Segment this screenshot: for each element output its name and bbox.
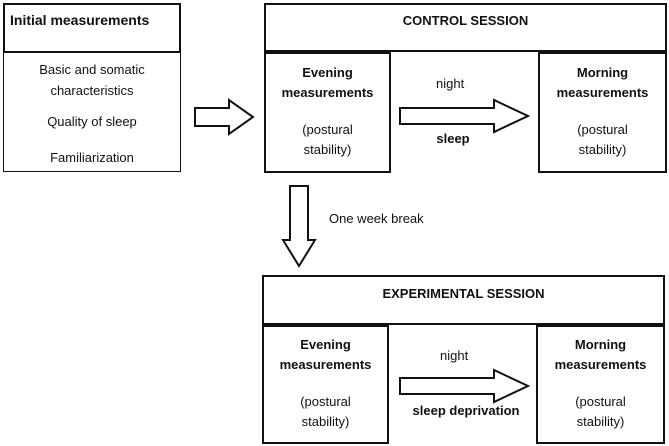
- control-sleep-arrow: [399, 98, 531, 134]
- control-morning-box: [538, 52, 667, 173]
- experimental-evening-box: [262, 325, 389, 444]
- experimental-arrow-label-sleep-deprivation: sleep deprivation: [412, 403, 520, 418]
- control-title: CONTROL SESSION: [402, 13, 529, 28]
- control-morning-title-2: measurements: [556, 85, 649, 100]
- initial-item-basic-line2: characteristics: [50, 83, 134, 98]
- experimental-evening-sub-1: (postural: [300, 394, 351, 409]
- initial-body-box: [3, 53, 181, 172]
- control-header-box: [264, 3, 667, 52]
- control-morning-sub-2: stability): [578, 142, 627, 157]
- experimental-morning-box: [536, 325, 665, 444]
- control-evening-box: [264, 52, 391, 173]
- control-morning-title-1: Morning: [576, 65, 629, 80]
- initial-item-basic-line1: Basic and somatic: [39, 62, 145, 77]
- experimental-morning-sub-2: stability): [576, 414, 625, 429]
- control-evening-title-1: Evening: [302, 65, 353, 80]
- control-evening-title-2: measurements: [281, 85, 374, 100]
- experimental-morning-sub-1: (postural: [575, 394, 626, 409]
- arrow-control-to-experimental: [281, 185, 317, 268]
- experimental-evening-title-2: measurements: [279, 357, 372, 372]
- initial-item-sleep-quality: Quality of sleep: [47, 114, 137, 129]
- break-label: One week break: [329, 211, 424, 226]
- experimental-morning-title-1: Morning: [574, 337, 627, 352]
- initial-header-box: [3, 3, 181, 53]
- initial-title: Initial measurements: [10, 12, 150, 28]
- control-evening-sub-2: stability): [303, 142, 352, 157]
- experimental-evening-sub-2: stability): [301, 414, 350, 429]
- control-morning-sub-1: (postural: [577, 122, 628, 137]
- control-arrow-label-sleep: sleep: [436, 131, 470, 146]
- control-evening-sub-1: (postural: [302, 122, 353, 137]
- arrow-initial-to-control: [194, 98, 255, 136]
- experimental-morning-title-2: measurements: [554, 357, 647, 372]
- experimental-arrow-label-night: night: [440, 348, 469, 363]
- control-arrow-label-night: night: [436, 76, 465, 91]
- experimental-title: EXPERIMENTAL SESSION: [382, 286, 545, 301]
- initial-item-familiarization: Familiarization: [50, 150, 134, 165]
- experimental-sleep-deprivation-arrow: [399, 368, 531, 404]
- experimental-header-box: [262, 275, 665, 325]
- experimental-evening-title-1: Evening: [300, 337, 351, 352]
